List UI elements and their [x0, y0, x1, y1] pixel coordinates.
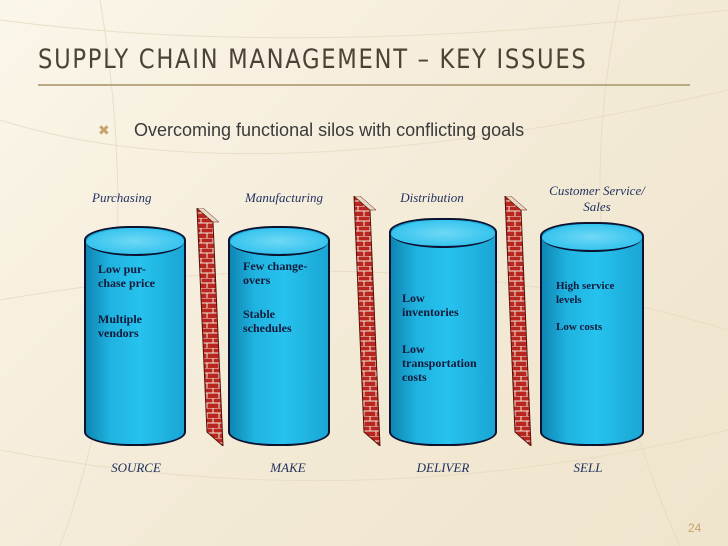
silo-goal-text: Low costs [556, 321, 603, 333]
page-number: 24 [688, 521, 702, 535]
silo-goal-text: High service levels [556, 280, 615, 306]
silo-cylinder-purchasing [84, 226, 186, 446]
silo-cylinder-manufacturing [228, 226, 330, 446]
brick-wall-1 [196, 208, 224, 446]
bullet-item: ✖ Overcoming functional silos with confl… [98, 120, 524, 141]
silo-goal-text: Low pur- chase price [98, 262, 155, 290]
stage-label-make: MAKE [270, 460, 306, 475]
dept-label-distribution: Distribution [400, 190, 464, 205]
dept-label-purchasing: Purchasing [92, 190, 152, 205]
title-rule [38, 84, 690, 86]
cylinder-top [542, 224, 642, 252]
silo-goal-text: Few change- overs [243, 259, 308, 287]
brick-wall-2 [353, 196, 381, 446]
silo-cylinder-sales [540, 222, 644, 446]
stage-label-deliver: DELIVER [416, 460, 470, 475]
x-bullet-icon: ✖ [98, 122, 110, 138]
cylinder-top [230, 228, 328, 256]
silo-goal-text: Stable schedules [243, 307, 292, 335]
dept-label-manufacturing: Manufacturing [245, 190, 323, 205]
cylinder-top [86, 228, 184, 256]
silo-cylinder-distribution [389, 218, 497, 446]
slide-title: SUPPLY CHAIN MANAGEMENT – KEY ISSUES [38, 44, 588, 75]
dept-label-customer-service: Customer Service/ Sales [549, 183, 645, 214]
silo-goal-text: Low transportation costs [402, 342, 477, 384]
brick-wall-3 [504, 196, 532, 446]
cylinder-top [391, 220, 495, 248]
silo-goal-text: Multiple vendors [98, 312, 142, 340]
stage-label-source: SOURCE [111, 460, 161, 475]
stage-label-sell: SELL [573, 460, 603, 475]
silo-goal-text: Low inventories [402, 291, 459, 319]
bullet-text: Overcoming functional silos with conflic… [134, 120, 525, 140]
